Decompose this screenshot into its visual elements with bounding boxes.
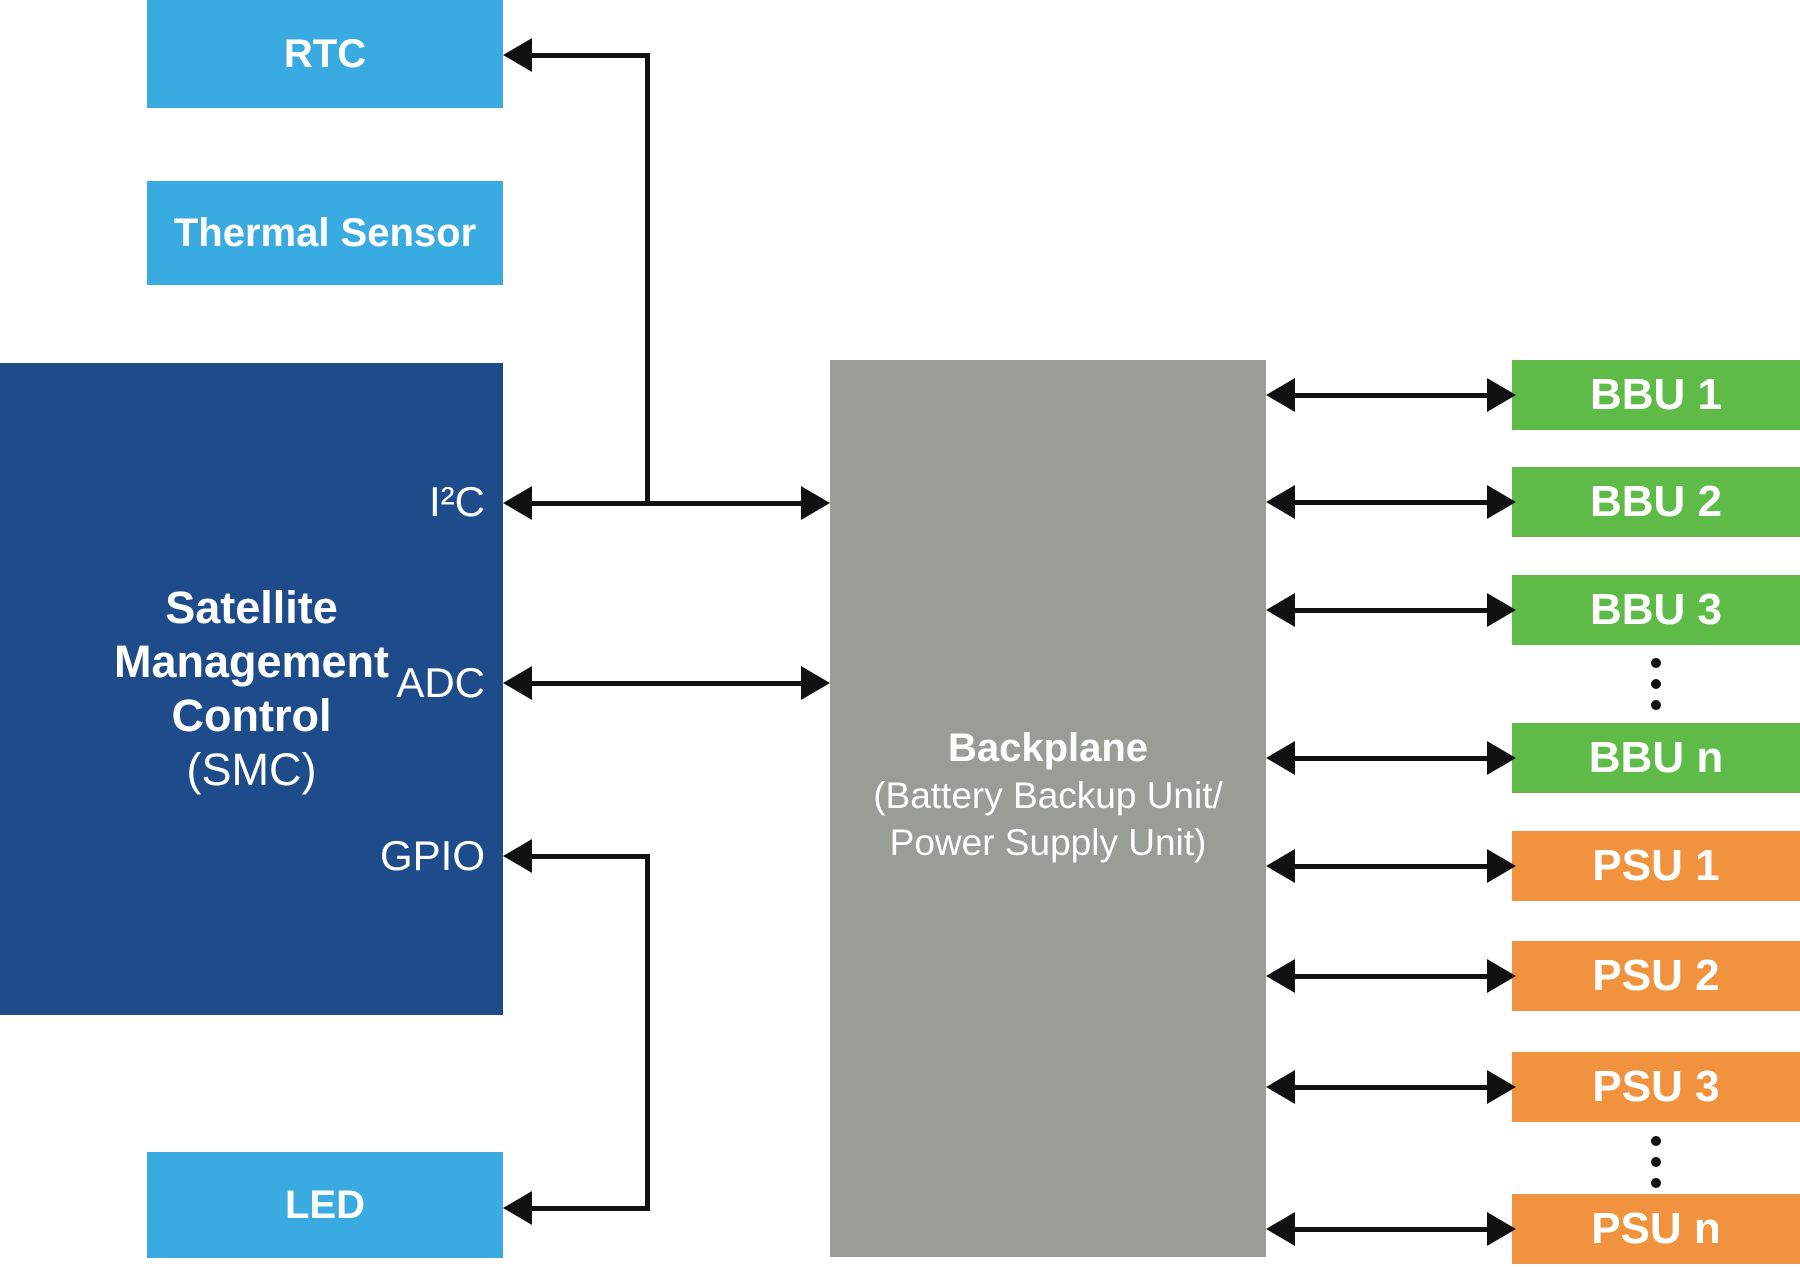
node-psu-1: PSU 1 [1512,831,1800,901]
node-bbu-n-label: BBU n [1588,733,1724,782]
adc-arrowhead-into-smc [503,666,532,700]
psu1-line [1291,864,1487,869]
smc-line-3: Control [171,690,332,741]
node-thermal-sensor: Thermal Sensor [147,181,503,285]
bbu3-line [1291,608,1487,613]
bbun-arrowhead-into-unit [1487,741,1516,775]
bbu2-arrowhead-into-backplane [1266,485,1295,519]
psu3-line [1291,1085,1487,1090]
psu1-arrowhead-into-backplane [1266,849,1295,883]
psu3-arrowhead-into-unit [1487,1070,1516,1104]
node-bbu-1: BBU 1 [1512,360,1800,430]
node-led: LED [147,1152,503,1258]
node-psu-1-label: PSU 1 [1592,841,1720,890]
gpio-horizontal-line [528,854,650,859]
port-label-adc: ADC [396,659,485,706]
ellipsis-dot [1651,679,1661,689]
bbu2-line [1291,500,1487,505]
node-backplane: Backplane (Battery Backup Unit/ Power Su… [830,360,1266,1257]
node-bbu-2-label: BBU 2 [1589,477,1723,526]
node-thermal-sensor-label: Thermal Sensor [173,210,477,255]
bbu1-arrowhead-into-backplane [1266,378,1295,412]
led-horizontal-line [528,1206,650,1211]
psun-arrowhead-into-backplane [1266,1212,1295,1246]
port-label-i2c: I²C [429,478,485,525]
ellipsis-dot [1651,1157,1661,1167]
bbun-line [1291,756,1487,761]
node-psu-n: PSU n [1512,1194,1800,1264]
port-label-gpio: GPIO [379,832,485,879]
node-bbu-n: BBU n [1512,723,1800,793]
bbu1-line [1291,393,1487,398]
bbu1-arrowhead-into-unit [1487,378,1516,412]
ellipsis-dot [1651,1136,1661,1146]
i2c-arrowhead-into-backplane [801,486,830,520]
psu2-line [1291,974,1487,979]
i2c-line [528,501,806,506]
led-arrowhead [503,1191,532,1225]
node-psu-3: PSU 3 [1512,1052,1800,1122]
bbu3-arrowhead-into-backplane [1266,593,1295,627]
backplane-subtitle-1: (Battery Backup Unit/ [873,775,1223,817]
adc-arrowhead-into-backplane [801,666,830,700]
node-bbu-1-label: BBU 1 [1589,370,1723,419]
psu3-arrowhead-into-backplane [1266,1070,1295,1104]
rtc-arrowhead [503,38,532,72]
node-rtc: RTC [147,0,503,108]
rtc-branch-vertical-line [645,53,650,506]
smc-line-4: (SMC) [186,744,317,795]
node-smc: Satellite Management Control (SMC) [0,363,503,1015]
ellipsis-dot [1651,1178,1661,1188]
ellipsis-dot [1651,658,1661,668]
node-psu-3-label: PSU 3 [1592,1062,1720,1111]
node-led-label: LED [285,1182,365,1227]
node-backplane-text: Backplane (Battery Backup Unit/ Power Su… [873,723,1223,866]
adc-line [528,681,806,686]
psun-arrowhead-into-unit [1487,1212,1516,1246]
smc-line-2: Management [113,636,390,687]
ellipsis-dot [1651,700,1661,710]
psun-line [1291,1227,1487,1232]
gpio-led-vertical-line [645,854,650,1211]
node-smc-text: Satellite Management Control (SMC) [114,581,389,797]
node-rtc-label: RTC [283,31,367,76]
bbun-arrowhead-into-backplane [1266,741,1295,775]
bbu2-arrowhead-into-unit [1487,485,1516,519]
node-psu-2: PSU 2 [1512,941,1800,1011]
psu2-arrowhead-into-backplane [1266,959,1295,993]
rtc-branch-horizontal-line [528,53,650,58]
bbu3-arrowhead-into-unit [1487,593,1516,627]
smc-line-1: Satellite [165,582,338,633]
node-bbu-3: BBU 3 [1512,575,1800,645]
node-bbu-2: BBU 2 [1512,467,1800,537]
psu1-arrowhead-into-unit [1487,849,1516,883]
node-psu-2-label: PSU 2 [1592,951,1720,1000]
psu2-arrowhead-into-unit [1487,959,1516,993]
backplane-subtitle-2: Power Supply Unit) [889,821,1207,863]
node-psu-n-label: PSU n [1591,1204,1721,1253]
gpio-arrowhead-into-smc [503,839,532,873]
node-bbu-3-label: BBU 3 [1589,585,1723,634]
backplane-title: Backplane [947,726,1149,771]
i2c-arrowhead-into-smc [503,486,532,520]
